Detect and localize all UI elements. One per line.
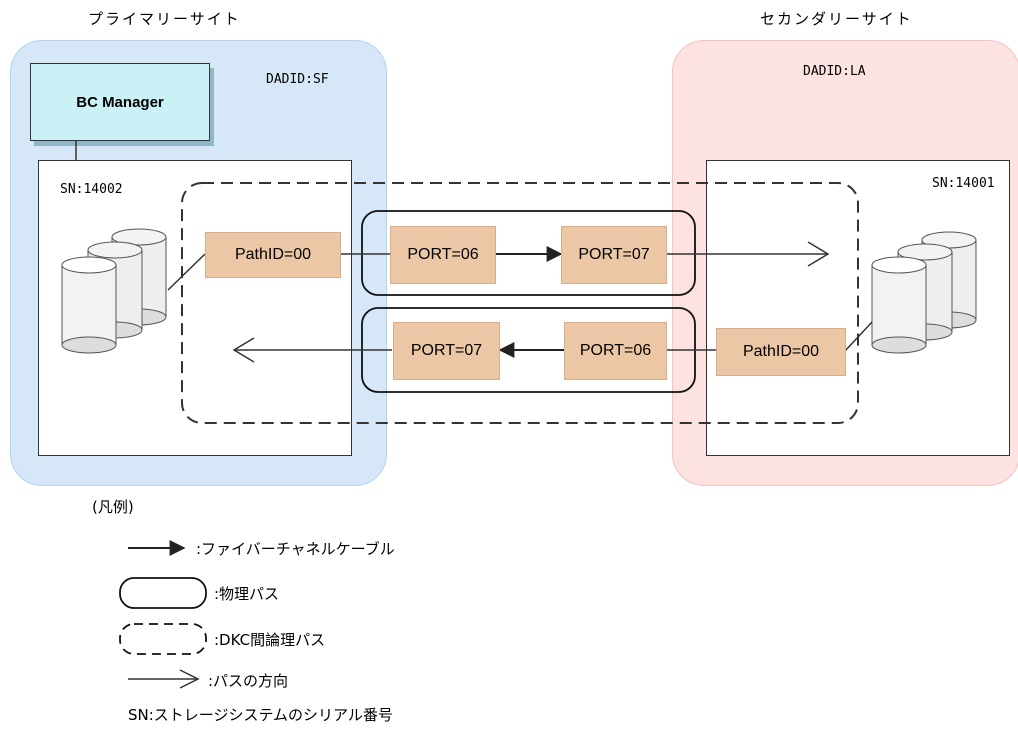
secondary-port-07-box: PORT=07 bbox=[561, 226, 667, 284]
legend-dkc-path-label: :DKC間論理パス bbox=[214, 631, 326, 649]
primary-disk-icon bbox=[61, 228, 167, 354]
legend-sn-note: SN:ストレージシステムのシリアル番号 bbox=[128, 706, 393, 724]
primary-port-06-box: PORT=06 bbox=[390, 226, 496, 284]
secondary-port-06-box: PORT=06 bbox=[564, 322, 667, 380]
secondary-pathid-box: PathID=00 bbox=[716, 328, 846, 376]
legend-physical-path-symbol bbox=[119, 577, 207, 609]
secondary-disk-connector bbox=[844, 321, 873, 352]
lower-path-direction-head bbox=[232, 337, 255, 363]
primary-pathid-box: PathID=00 bbox=[205, 232, 341, 278]
legend-path-direction-label: :パスの方向 bbox=[208, 672, 289, 690]
primary-serial-number: SN:14002 bbox=[60, 182, 123, 197]
primary-port-07-box: PORT=07 bbox=[393, 322, 500, 380]
secondary-dadid: DADID:LA bbox=[803, 64, 866, 79]
legend-title: (凡例) bbox=[92, 498, 134, 516]
upper-path-direction-head bbox=[807, 241, 830, 267]
legend-physical-path-label: :物理パス bbox=[214, 585, 280, 603]
bc-manager-box: BC Manager bbox=[30, 63, 210, 141]
primary-dadid: DADID:SF bbox=[266, 72, 329, 87]
secondary-site-title: セカンダリーサイト bbox=[760, 10, 913, 28]
legend-fiber-cable-label: :ファイバーチャネルケーブル bbox=[196, 540, 395, 558]
secondary-serial-number: SN:14001 bbox=[932, 176, 995, 191]
legend-direction-head bbox=[179, 669, 200, 689]
dkc-logical-path bbox=[181, 182, 859, 424]
primary-site-title: プライマリーサイト bbox=[88, 10, 241, 28]
secondary-disk-icon bbox=[871, 231, 977, 354]
primary-disk-connector bbox=[167, 253, 206, 291]
physical-path-upper bbox=[361, 210, 696, 296]
legend-dkc-path-symbol bbox=[119, 623, 207, 655]
